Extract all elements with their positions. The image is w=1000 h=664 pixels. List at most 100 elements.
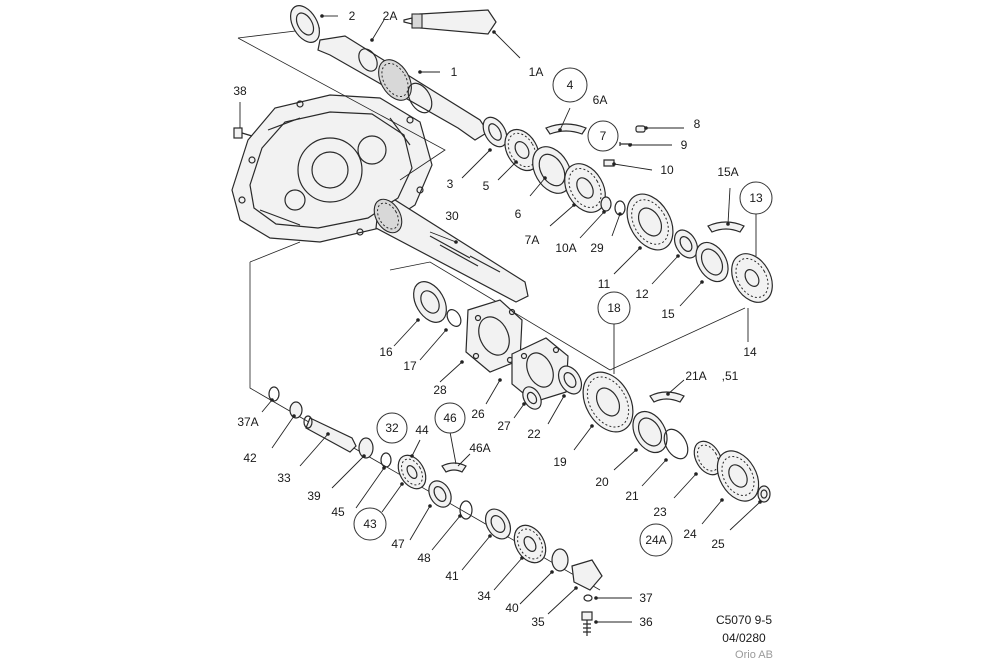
label-17: 17 bbox=[403, 359, 417, 373]
washer-39 bbox=[358, 437, 374, 459]
label-19: 19 bbox=[553, 455, 567, 469]
plate-26 bbox=[511, 337, 569, 403]
label-29: 29 bbox=[590, 241, 604, 255]
gear-5 bbox=[504, 128, 540, 172]
label-28: 28 bbox=[433, 383, 447, 397]
label-18: 18 bbox=[607, 301, 621, 315]
circled-callouts bbox=[353, 67, 773, 557]
label-43: 43 bbox=[363, 517, 377, 531]
washer-40 bbox=[551, 548, 569, 572]
bearing-plate-28 bbox=[465, 299, 523, 373]
nut-25 bbox=[757, 485, 771, 503]
synchro-ring-20 bbox=[632, 410, 668, 454]
bearing-16 bbox=[413, 281, 447, 323]
bolt-36 bbox=[581, 611, 593, 636]
label-3: 3 bbox=[447, 177, 454, 191]
label-39: 39 bbox=[307, 489, 321, 503]
label-47: 47 bbox=[391, 537, 405, 551]
washer-37 bbox=[583, 594, 593, 602]
label-42: 42 bbox=[243, 451, 257, 465]
label-7A: 7A bbox=[525, 233, 540, 247]
half-ring-6A bbox=[545, 123, 587, 135]
gear-44 bbox=[397, 454, 427, 490]
gear-sleeve-11 bbox=[626, 193, 674, 251]
ring-47 bbox=[428, 480, 452, 508]
label-2: 2 bbox=[349, 9, 356, 23]
label-14: 14 bbox=[743, 345, 757, 359]
footer: C5070 9-5 04/0280 Orio AB bbox=[716, 613, 773, 661]
label-46A: 46A bbox=[469, 441, 490, 455]
half-ring-15A bbox=[707, 221, 745, 233]
shaft-33 bbox=[303, 415, 357, 453]
label-37A: 37A bbox=[237, 415, 258, 429]
label-15: 15 bbox=[661, 307, 675, 321]
label-24A: 24A bbox=[645, 533, 666, 547]
input-shaft bbox=[317, 35, 489, 141]
half-ring-46A bbox=[441, 462, 467, 473]
needle-bearing-3 bbox=[482, 116, 508, 148]
sleeve-24 bbox=[716, 450, 760, 502]
label-13: 13 bbox=[749, 191, 763, 205]
label-5: 5 bbox=[483, 179, 490, 193]
label-10A: 10A bbox=[555, 241, 576, 255]
gear-34 bbox=[513, 524, 547, 564]
label-4: 4 bbox=[567, 78, 574, 92]
label-9: 9 bbox=[681, 138, 688, 152]
label-40: 40 bbox=[505, 601, 519, 615]
label-2A: 2A bbox=[383, 9, 398, 23]
diagram-ref: 04/0280 bbox=[722, 631, 766, 645]
circlip-17 bbox=[446, 309, 462, 327]
label-21A: 21A bbox=[685, 369, 706, 383]
label-24: 24 bbox=[683, 527, 697, 541]
needle-bearing-12 bbox=[673, 229, 699, 259]
label-48: 48 bbox=[417, 551, 431, 565]
label-1A: 1A bbox=[529, 65, 544, 79]
label-33: 33 bbox=[277, 471, 291, 485]
label-38: 38 bbox=[233, 84, 247, 98]
bearing-27 bbox=[522, 386, 542, 410]
label-46: 46 bbox=[443, 411, 457, 425]
label-12: 12 bbox=[635, 287, 649, 301]
label-51: ,51 bbox=[722, 369, 739, 383]
label-36: 36 bbox=[639, 615, 653, 629]
label-34: 34 bbox=[477, 589, 491, 603]
assembly-lines bbox=[237, 27, 746, 396]
ring-21 bbox=[663, 428, 689, 460]
small-parts bbox=[600, 125, 646, 216]
label-11: 11 bbox=[598, 277, 611, 291]
label-6: 6 bbox=[515, 207, 522, 221]
diagram-code: C5070 9-5 bbox=[716, 613, 772, 627]
label-44: 44 bbox=[415, 423, 429, 437]
washer-45 bbox=[380, 452, 392, 468]
ring-48 bbox=[459, 500, 473, 520]
sealant-tube-icon bbox=[403, 9, 497, 35]
label-10: 10 bbox=[660, 163, 674, 177]
label-6A: 6A bbox=[593, 93, 608, 107]
bracket-35 bbox=[571, 559, 603, 591]
label-27: 27 bbox=[497, 419, 511, 433]
main-shaft bbox=[373, 198, 529, 303]
label-7: 7 bbox=[600, 129, 607, 143]
ring-41 bbox=[484, 508, 512, 540]
label-26: 26 bbox=[471, 407, 485, 421]
label-35: 35 bbox=[531, 615, 545, 629]
label-37: 37 bbox=[639, 591, 653, 605]
synchro-hub-23 bbox=[693, 440, 723, 476]
label-41: 41 bbox=[445, 569, 459, 583]
synchro-ring-15 bbox=[695, 241, 729, 283]
callout-labels: 2 2A 1 1A 38 4 6A 7 8 9 10 3 5 6 30 7A 1… bbox=[233, 9, 763, 629]
leader-lines bbox=[239, 14, 762, 624]
label-20: 20 bbox=[595, 475, 609, 489]
label-30: 30 bbox=[445, 209, 459, 223]
label-25: 25 bbox=[711, 537, 725, 551]
circlip-37A bbox=[268, 386, 280, 402]
gear-13 bbox=[731, 253, 773, 303]
label-15A: 15A bbox=[717, 165, 738, 179]
bearing-2 bbox=[289, 5, 321, 43]
half-ring-21A bbox=[649, 391, 685, 403]
label-1: 1 bbox=[451, 65, 458, 79]
label-32: 32 bbox=[385, 421, 399, 435]
label-8: 8 bbox=[694, 117, 701, 131]
label-23: 23 bbox=[653, 505, 667, 519]
